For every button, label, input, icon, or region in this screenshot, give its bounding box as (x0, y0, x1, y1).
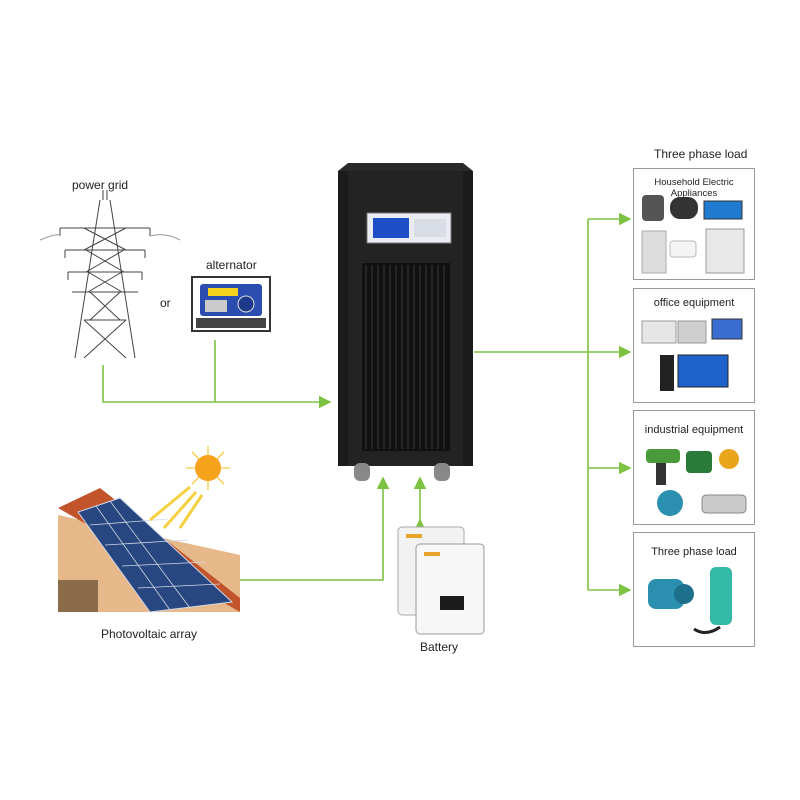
motor-pump-icons (648, 567, 732, 634)
inverter-cabinet-icon (338, 163, 473, 481)
load-box-office: office equipment (633, 288, 755, 403)
load-box-household: Household Electric Appliances (633, 168, 755, 280)
load-box-three-phase: Three phase load (633, 532, 755, 647)
battery-label: Battery (420, 640, 459, 654)
load-box-title: Three phase load (651, 546, 737, 558)
load-box-title: office equipment (653, 297, 735, 309)
industrial-icons (646, 449, 747, 516)
load-box-industrial: industrial equipment (633, 410, 755, 525)
loads-header: Three phase load (654, 147, 748, 161)
load-box-title: Household Electric Appliances (654, 177, 734, 199)
or-label: or (160, 296, 171, 310)
appliance-icons (641, 195, 745, 274)
grid-line (102, 365, 332, 409)
pv-line (232, 476, 390, 581)
grid-label: power grid (72, 178, 129, 192)
load-box-title: industrial equipment (644, 424, 744, 436)
office-icons (641, 318, 743, 391)
alternator-label: alternator (206, 258, 257, 272)
pv-label: Photovoltaic array (101, 627, 198, 641)
